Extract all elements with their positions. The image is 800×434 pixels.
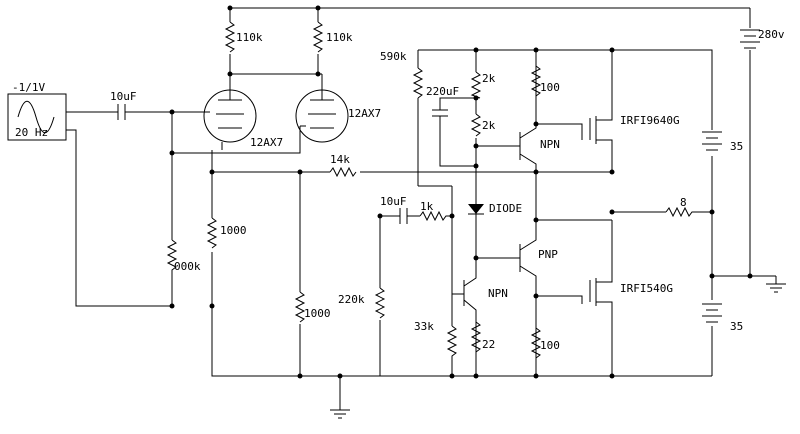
- npn-driver-bottom: [452, 258, 477, 376]
- tube-1-label: 12AX7: [250, 136, 283, 149]
- ground-symbol-left: [330, 409, 350, 419]
- ground-symbol-right: [766, 276, 786, 293]
- r22-label: 22: [482, 338, 495, 351]
- input-capacitor: [117, 104, 126, 120]
- r1k-label: 1k: [420, 200, 434, 213]
- source-frequency-label: 20 Hz: [15, 126, 48, 139]
- r100-bottom-label: 100: [540, 339, 560, 352]
- mos-bottom-label: IRFI540G: [620, 282, 673, 295]
- pnp-label: PNP: [538, 248, 558, 261]
- tube-2-label: 12AX7: [348, 107, 381, 120]
- diode-label: DIODE: [489, 202, 522, 215]
- source-amplitude-label: -1/1V: [12, 81, 45, 94]
- npn-driver-top: [476, 50, 537, 220]
- nmos-output-bottom: [589, 220, 613, 376]
- r33k-label: 33k: [414, 320, 434, 333]
- hv-supply-label: 280v: [758, 28, 785, 41]
- r14k-label: 14k: [330, 153, 350, 166]
- mos-top-label: IRFI9640G: [620, 114, 680, 127]
- signal-source[interactable]: [7, 93, 67, 141]
- r1000k-label: 000k: [174, 260, 201, 273]
- bias-diode: [468, 200, 484, 215]
- junction-dots: [169, 5, 753, 379]
- supply-top-label: 35: [730, 140, 743, 153]
- r110k-b-label: 110k: [326, 31, 353, 44]
- tube-2: [295, 74, 349, 143]
- r2k-mid-label: 2k: [482, 119, 496, 132]
- r590k-label: 590k: [380, 50, 407, 63]
- pmos-output-top: [589, 50, 613, 172]
- c220uf-label: 220uF: [426, 85, 459, 98]
- pnp-driver: [519, 220, 537, 376]
- r1000-a-label: 1000: [220, 224, 247, 237]
- npn-top-label: NPN: [540, 138, 560, 151]
- coupling-capacitor-label: 10uF: [380, 195, 407, 208]
- input-capacitor-label: 10uF: [110, 90, 137, 103]
- r8-label: 8: [680, 196, 687, 209]
- r110k-a-label: 110k: [236, 31, 263, 44]
- r100-top-label: 100: [540, 81, 560, 94]
- r1000-b-label: 1000: [304, 307, 331, 320]
- tube-1: [203, 74, 257, 150]
- supply-bottom-label: 35: [730, 320, 743, 333]
- r220k-label: 220k: [338, 293, 365, 306]
- npn-bottom-label: NPN: [488, 287, 508, 300]
- r2k-top-label: 2k: [482, 72, 496, 85]
